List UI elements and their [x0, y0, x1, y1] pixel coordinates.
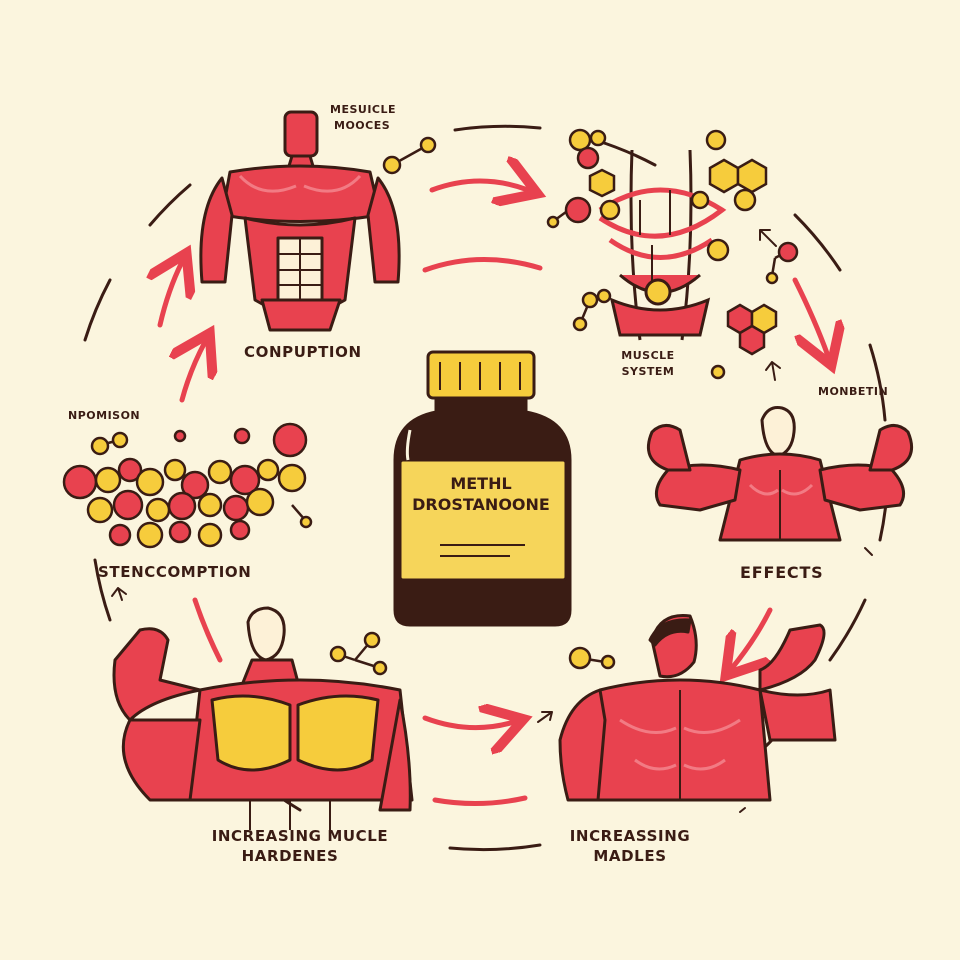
arrow-bottom-right [422, 718, 514, 728]
label-effects: EFFECTS [740, 563, 824, 582]
molecule-clusters [329, 128, 799, 676]
arrow-right-lower [732, 607, 773, 668]
flow-arrows [160, 181, 828, 807]
label-hardness-1: INCREASING MUCLE [211, 827, 389, 845]
arrow-top-back [422, 256, 543, 273]
label-muscle-system-1: MUSCLE [621, 349, 675, 362]
label-stencomption: STENCCOMPTION [98, 563, 252, 581]
supplement-bottle [393, 350, 572, 627]
label-monbetin: MONBETIN [818, 385, 889, 398]
bottle-label-line1: METHL [450, 474, 512, 493]
arrow-left-lower [192, 597, 223, 663]
back-muscle-figure [558, 614, 837, 802]
muscle-system-illustration [598, 149, 727, 341]
label-conpuption: CONPUPTION [244, 343, 362, 361]
label-madles-1: INCREASSING [569, 827, 691, 845]
label-top-small-1: MESUICLE [330, 103, 397, 116]
back-flex-figure [647, 406, 913, 542]
flexing-hardness-figure [112, 606, 414, 830]
arrow-left-up-1 [160, 262, 182, 328]
arrow-left-up-2 [182, 342, 205, 403]
label-nponison: NPOMISON [68, 409, 141, 422]
arrow-top-right [429, 181, 528, 190]
label-top-small-2: MOOCES [334, 119, 391, 132]
arrow-right-down [792, 277, 828, 356]
arrow-bottom-back [432, 795, 528, 807]
label-madles-2: MADLES [593, 847, 667, 865]
label-hardness-2: HARDENES [241, 847, 339, 865]
label-muscle-system-2: SYSTEM [621, 365, 675, 378]
particle-cluster [62, 422, 313, 549]
bottle-label-line2: DROSTANOONE [412, 494, 550, 514]
standing-muscle-figure [199, 110, 401, 332]
bottle-label: METHL DROSTANOONE [403, 474, 559, 516]
